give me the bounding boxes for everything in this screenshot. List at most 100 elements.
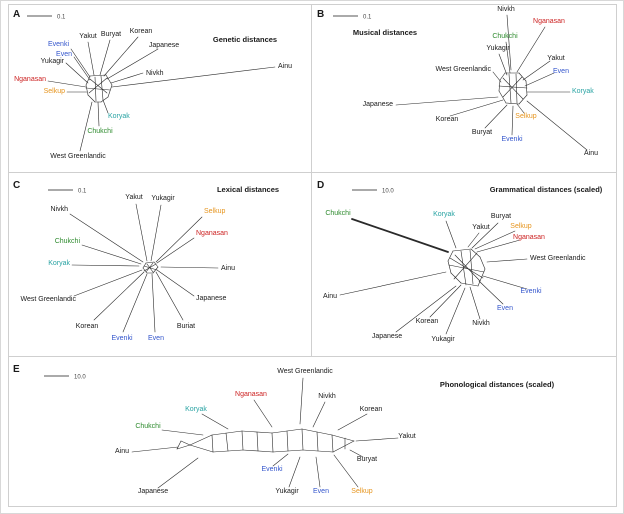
panel-e-network-edge — [286, 430, 289, 452]
panel-b-taxon-label-nivkh: Nivkh — [497, 6, 515, 13]
panel-e-branch-yakut — [355, 437, 399, 442]
panel-e-letter: E — [13, 364, 20, 375]
panel-b-network-edge — [499, 72, 506, 81]
panel-c-taxon-label-yukagir: Yukagir — [151, 195, 175, 202]
panel-e-network-edge — [301, 428, 304, 451]
panel-d-network-edge — [469, 249, 474, 285]
panel-c-taxon-label-ainu: Ainu — [221, 265, 235, 272]
panel-c-branch-yakut — [135, 203, 148, 262]
panel-e-network-edge — [225, 432, 229, 452]
panel-a-taxon-label-evenki: Evenki — [48, 41, 69, 48]
panel-b-taxon-label-buryat: Buryat — [472, 129, 492, 136]
panel-b-branch-yukagir — [498, 53, 508, 76]
panel-b-branch-ainu — [526, 100, 588, 151]
panel-a-branch-west-greenlandic — [79, 101, 93, 152]
panel-c-branch-even — [151, 273, 156, 333]
panel-e-branch-chukchi — [161, 429, 204, 436]
panel-e-taxon-label-korean: Korean — [360, 406, 383, 413]
panel-a-network-edge — [85, 75, 91, 86]
panel-c-branch-buriat — [155, 271, 184, 321]
panel-e-branch-buryat — [349, 449, 364, 458]
panel-b-branch-nganasan — [516, 26, 546, 73]
panel-a-letter: A — [13, 9, 20, 20]
panel-e-branch-evenki — [272, 453, 289, 467]
panel-d-branch-korean — [429, 284, 462, 318]
panel-e-taxon-label-nganasan: Nganasan — [235, 391, 267, 398]
panel-c-title: Lexical distances — [217, 185, 279, 194]
panel-e-taxon-label-japanese: Japanese — [138, 488, 168, 495]
panel-c-taxon-label-japanese: Japanese — [196, 295, 226, 302]
panel-a-taxon-label-yakut: Yakut — [79, 33, 96, 40]
panel-c-taxon-label-evenki: Evenki — [111, 335, 132, 342]
panel-a-title: Genetic distances — [213, 35, 277, 44]
panel-a-taxon-label-even: Even — [56, 51, 72, 58]
panel-a-branch-ainu — [111, 66, 276, 88]
panel-c-taxon-label-yakut: Yakut — [125, 194, 142, 201]
panel-d-branch-selkup — [474, 230, 516, 250]
panel-a-taxon-label-koryak: Koryak — [108, 113, 130, 120]
panel-a-taxon-label-selkup: Selkup — [44, 88, 66, 95]
panel-a-branch-nganasan — [47, 80, 87, 88]
panel-c-branch-ainu — [160, 266, 219, 269]
panel-a-branch-nivkh — [110, 72, 144, 84]
panel-c-taxon-label-korean: Korean — [76, 323, 99, 330]
panel-e-title: Phonological distances (scaled) — [440, 380, 555, 389]
panel-c-network-edge — [143, 263, 157, 272]
panel-b-taxon-label-yakut: Yakut — [547, 55, 564, 62]
panel-e-branch-nganasan — [253, 399, 273, 428]
panel-d-taxon-label-yakut: Yakut — [472, 224, 489, 231]
panel-d-network-edge — [450, 272, 462, 284]
panel-b-taxon-label-selkup: Selkup — [515, 113, 537, 120]
panel-d-network-edge — [448, 264, 485, 273]
panel-d-branch-buryat — [471, 222, 499, 249]
panel-c-branch-evenki — [122, 273, 148, 333]
panel-b-taxon-label-yukagir: Yukagir — [486, 45, 510, 52]
panel-a-taxon-label-nivkh: Nivkh — [146, 70, 164, 77]
panel-c-taxon-label-koryak: Koryak — [48, 260, 70, 267]
panel-e-network-edge — [180, 440, 191, 446]
panel-a-taxon-label-yukagir: Yukagir — [41, 58, 65, 65]
panel-e-taxon-label-chukchi: Chukchi — [135, 423, 161, 430]
panel-e-network-edge — [331, 434, 355, 442]
panel-b-branch-selkup — [516, 103, 525, 114]
panel-b-taxon-label-nganasan: Nganasan — [533, 18, 565, 25]
panel-b-branch-buryat — [484, 104, 508, 129]
panel-d-branch-even — [478, 280, 504, 305]
panel-c-taxon-label-even: Even — [148, 335, 164, 342]
panel-a-taxon-label-japanese: Japanese — [149, 42, 179, 49]
panel-e-taxon-label-ainu: Ainu — [115, 448, 129, 455]
panel-d-network-edge — [449, 257, 484, 279]
panel-a-branch-japanese — [106, 48, 159, 80]
panel-d-network-edge — [447, 260, 452, 274]
panel-a-branch-evenki — [70, 48, 91, 78]
panel-b-network-edge — [518, 94, 528, 105]
panel-e-branch-ainu — [131, 446, 179, 453]
panel-d-branch-yakut — [467, 232, 480, 248]
panel-d-letter: D — [317, 180, 324, 191]
panel-d-taxon-label-buryat: Buryat — [491, 213, 511, 220]
panel-a-network-edge — [85, 87, 111, 91]
panel-e-frame — [8, 356, 617, 507]
panel-d-network-edge — [447, 250, 454, 262]
panel-d-taxon-label-west-greenlandic: West Greenlandic — [530, 255, 586, 262]
panel-b-branch-nivkh — [506, 14, 512, 71]
panel-b-network-edge — [508, 73, 512, 104]
panel-e-network-edge — [316, 431, 319, 452]
panel-a-branch-koryak — [102, 99, 109, 114]
panel-d-taxon-label-korean: Korean — [416, 318, 439, 325]
panel-a-network-edge — [100, 75, 104, 101]
panel-e-network-edge — [332, 440, 355, 453]
panel-a-network-edge — [100, 96, 109, 103]
panel-c-branch-koryak — [71, 264, 140, 267]
panel-e-network-edge — [189, 444, 214, 453]
panel-d-taxon-label-chukchi: Chukchi — [325, 210, 351, 217]
panel-b-network-edge — [502, 77, 524, 100]
panel-d-taxon-label-yukagir: Yukagir — [431, 336, 455, 343]
panel-b-branch-korean — [449, 99, 504, 117]
panel-c-branch-korean — [93, 271, 145, 321]
panel-d-title: Grammatical distances (scaled) — [490, 185, 603, 194]
panel-e-taxon-label-even: Even — [313, 488, 329, 495]
panel-c-branch-nganasan — [156, 237, 195, 264]
panel-e-network-edge — [211, 434, 214, 453]
